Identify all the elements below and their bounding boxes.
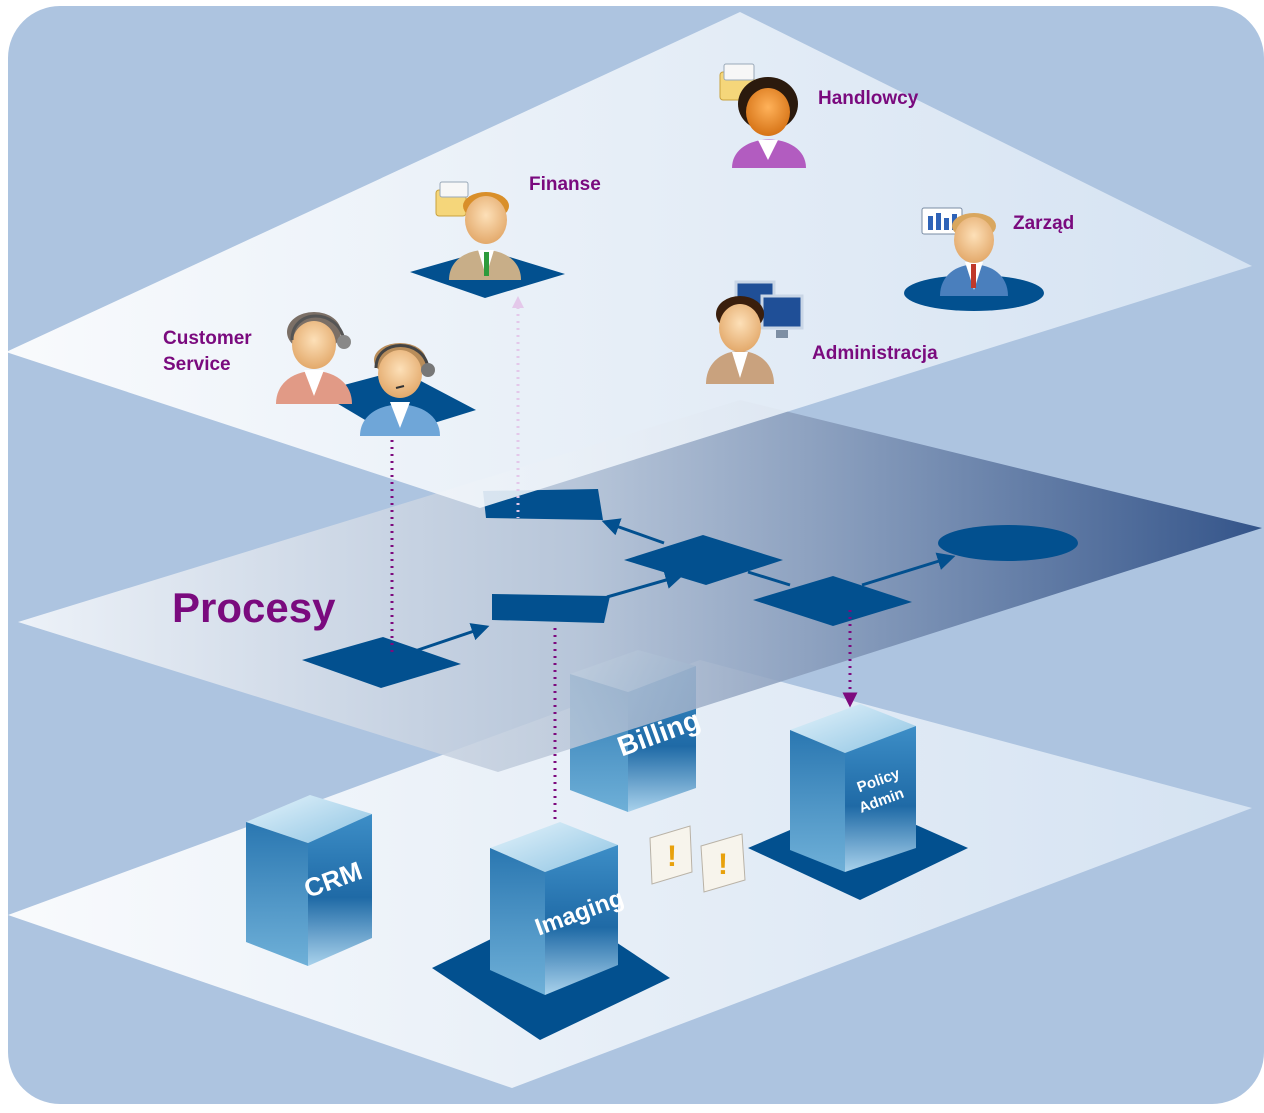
handlowcy-person-icon[interactable] — [719, 63, 806, 168]
process-flow-arrow — [861, 552, 956, 587]
role-label-customer-service: Customer Service — [163, 328, 252, 375]
role-label-finanse: Finanse — [529, 174, 601, 195]
process-end-event[interactable] — [938, 525, 1078, 561]
process-layer-title: Procesy — [172, 584, 336, 631]
policy-admin-server[interactable]: Policy Admin — [790, 704, 916, 872]
process-flow-line — [747, 570, 791, 587]
svg-text:!: ! — [718, 848, 728, 881]
process-flow-arrow — [601, 518, 665, 545]
customer-service-agent-icon[interactable] — [276, 312, 352, 404]
finanse-person-icon[interactable] — [435, 181, 521, 280]
role-label-zarzad: Zarząd — [1013, 213, 1075, 234]
alert-icon[interactable]: ! — [649, 825, 693, 885]
systems-plane — [8, 660, 1252, 1088]
customer-service-agent-icon[interactable] — [360, 343, 440, 436]
process-flow-arrow — [606, 571, 684, 599]
role-label-administracja: Administracja — [812, 343, 938, 364]
process-step[interactable] — [624, 535, 783, 585]
role-label-handlowcy: Handlowcy — [818, 88, 919, 109]
imaging-server[interactable]: Imaging — [490, 822, 627, 995]
process-step[interactable] — [753, 576, 912, 626]
zarzad-person-icon[interactable] — [921, 207, 1008, 296]
process-flow-arrow — [414, 623, 490, 653]
people-link-arrowhead — [512, 296, 524, 308]
svg-text:!: ! — [667, 840, 677, 873]
administracja-person-icon[interactable] — [706, 280, 804, 384]
process-step[interactable] — [302, 637, 461, 688]
process-task[interactable] — [492, 594, 610, 623]
crm-server[interactable]: CRM — [246, 795, 372, 966]
alert-icon[interactable]: ! — [700, 833, 746, 893]
